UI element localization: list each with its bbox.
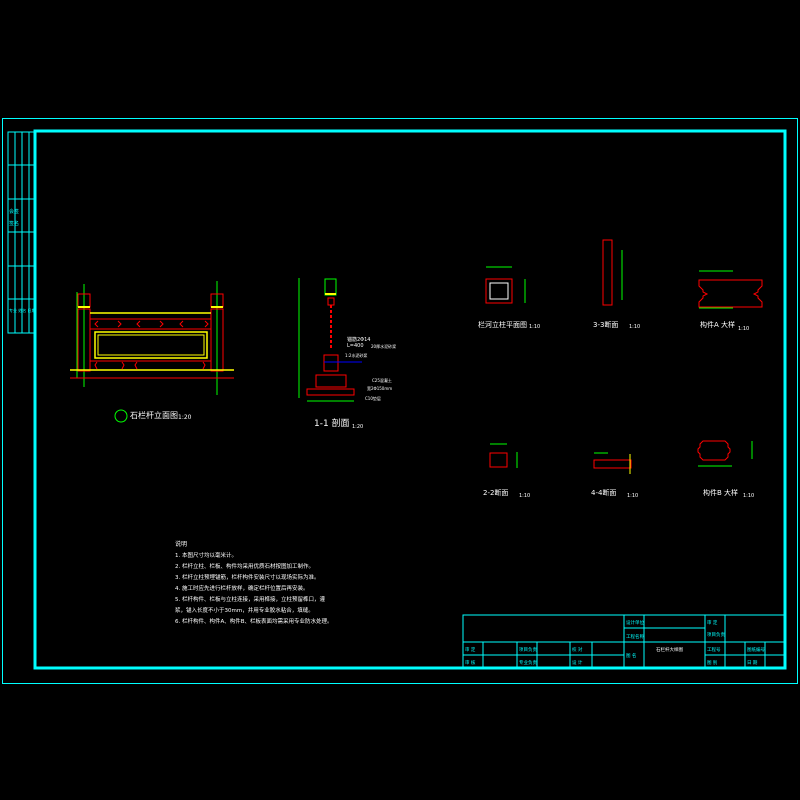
view-title-component-a: 构件A 大样: [700, 320, 735, 329]
view-scale-elevation: 1:20: [178, 414, 192, 421]
tb-design: 设 计: [572, 659, 583, 666]
notes-heading: 说明: [175, 540, 187, 548]
view-title-post-plan: 栏河立柱平面图: [478, 320, 527, 329]
view-scale-section-4-4: 1:10: [627, 493, 638, 499]
note-item: 6. 栏杆构件、构件A、构件B、栏板表面均需采用专业防水处理。: [175, 617, 333, 625]
tb-project-lead: 项目负责: [519, 646, 537, 653]
tb-check: 校 对: [572, 646, 583, 653]
tb-review: 审 核: [465, 659, 476, 666]
post-plan-inner: [489, 282, 509, 300]
tb-project-no: 工程号: [707, 646, 721, 653]
label-mortar-top: 20厚水泥砂浆: [371, 343, 396, 349]
label-cushion: C10垫层: [365, 395, 381, 401]
tb-top-right-2: 项目负责: [707, 631, 725, 638]
label-length: L=400: [347, 343, 364, 349]
section-symbol-icon: [114, 409, 128, 423]
railing-elevation: [70, 281, 234, 395]
post-plan-outline: [485, 278, 513, 304]
tb-drawing-name-label: 图 名: [626, 652, 636, 659]
view-scale-section-2-2: 1:10: [519, 493, 530, 499]
label-concrete-size: 宽2Φ150mm: [367, 385, 392, 391]
tb-project-name: 工程名称: [626, 633, 644, 640]
note-item: 2. 栏杆立柱、栏板、构件均采用优质石材按图加工制作。: [175, 562, 314, 570]
view-title-elevation: 石栏杆立面图: [130, 410, 178, 420]
tb-top-right-1: 审 定: [707, 619, 718, 626]
side-label-3: 专业 姓名 日期: [9, 307, 36, 313]
view-scale-post-plan: 1:10: [529, 324, 540, 330]
label-mortar: 1:2水泥砂浆: [345, 352, 367, 358]
view-scale-component-a: 1:10: [738, 326, 749, 332]
view-scale-section-3-3: 1:10: [629, 324, 640, 330]
tb-approve: 审 定: [465, 646, 476, 653]
tb-drawing-name: 石栏杆大样图: [656, 646, 683, 653]
view-title-section-4-4: 4-4断面: [591, 488, 616, 497]
view-scale-section-1-1: 1:20: [352, 424, 363, 430]
inner-frame: [33, 129, 787, 670]
tb-date: 日 期: [747, 660, 758, 666]
component-b-outline: [697, 440, 731, 461]
side-signature-strip: [7, 131, 36, 334]
tb-drawing-type: 图 别: [707, 659, 718, 666]
title-block: [462, 614, 786, 669]
section-2-2-outline: [489, 452, 508, 468]
section-4-4-outline: [593, 459, 632, 469]
tb-design-unit: 设计单位: [626, 619, 644, 626]
view-title-section-1-1: 1-1 剖面: [314, 417, 350, 429]
view-title-section-2-2: 2-2断面: [483, 488, 508, 497]
component-a-outline: [698, 279, 763, 308]
tb-drawing-no: 图纸编号: [747, 646, 765, 653]
section-1-1: [298, 278, 362, 402]
tb-discipline-lead: 专业负责: [519, 659, 537, 666]
side-label-2: 签名: [9, 220, 19, 227]
notes: 说明 1. 本图尺寸均以毫米计。 2. 栏杆立柱、栏板、构件均采用优质石材按图加…: [175, 540, 333, 625]
note-item: 1. 本图尺寸均以毫米计。: [175, 551, 237, 559]
label-rebar: 锚筋2Φ14: [347, 336, 370, 343]
view-scale-component-b: 1:10: [743, 493, 754, 499]
view-title-section-3-3: 3-3断面: [593, 320, 618, 329]
outer-frame: [2, 118, 798, 684]
note-item: 浆，锚入长度不小于30mm，并用专业胶水粘合，填缝。: [175, 606, 314, 614]
label-concrete: C25混凝土: [372, 377, 392, 383]
note-item: 5. 栏杆构件、栏板与立柱连接，采用榫接，立柱预留榫口，灌: [175, 595, 325, 603]
section-3-3-outline: [602, 239, 613, 306]
side-label-1: 会签: [9, 208, 19, 215]
note-item: 3. 栏杆立柱预埋锚筋，栏杆构件安装尺寸以现场实际为准。: [175, 573, 320, 581]
view-title-component-b: 构件B 大样: [703, 488, 738, 497]
note-item: 4. 施工时应先进行栏杆放样，确定栏杆位置后再安装。: [175, 584, 309, 592]
